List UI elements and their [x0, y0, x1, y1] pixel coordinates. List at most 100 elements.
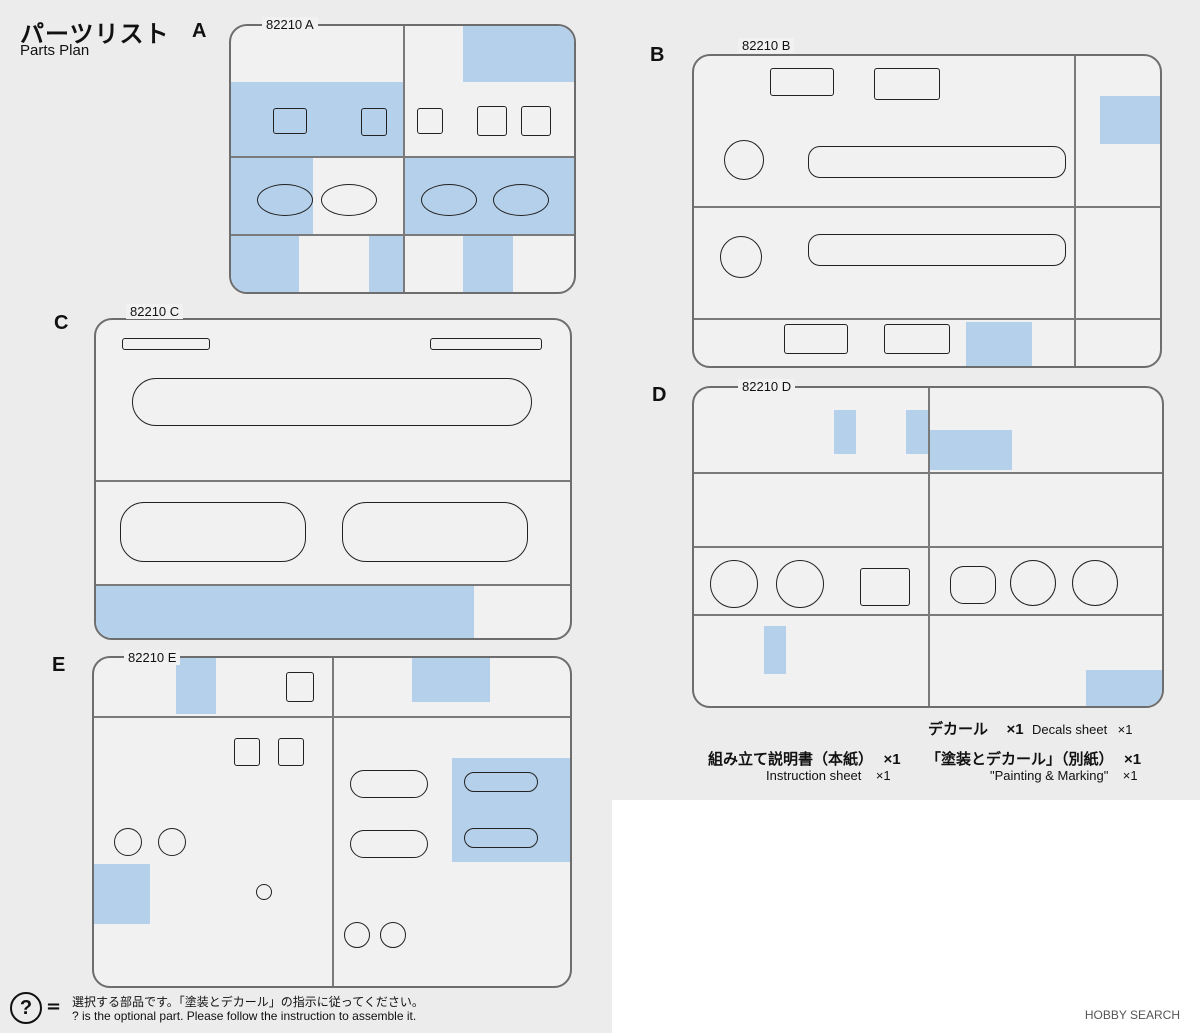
engine-part: [1010, 560, 1056, 606]
page-subtitle: Parts Plan: [20, 42, 90, 59]
lower-wing-right-part: [342, 502, 528, 562]
sprue-runner: [403, 26, 405, 292]
sprue-e-letter: E: [52, 654, 66, 676]
instruction-label-en: Instruction sheet: [766, 768, 862, 783]
sprue-d-optional-zone: [764, 626, 786, 674]
sprue-runner: [1074, 56, 1076, 366]
part: [884, 324, 950, 354]
part: [784, 324, 848, 354]
sprue-a-optional-zone: [463, 236, 513, 292]
sprue-d-frame: [692, 386, 1164, 708]
sprue-d-optional-zone: [906, 410, 928, 454]
instruction-en-qty: ×1: [875, 768, 891, 783]
hobby-search-watermark: HOBBY SEARCH: [1085, 1008, 1180, 1022]
fuselage-half-part: [808, 146, 1066, 178]
sprue-c-code: 82210 C: [126, 304, 184, 319]
part: [234, 738, 260, 766]
painting-label-jp: 「塗装とデカール」（別紙）: [926, 751, 1114, 768]
sprue-c-frame: [94, 318, 572, 640]
drop-tank-part: [350, 830, 428, 858]
part: [521, 106, 551, 136]
optional-note-en: ? is the optional part. Please follow th…: [72, 1009, 417, 1023]
part: [860, 568, 910, 606]
sprue-a-code: 82210 A: [262, 17, 318, 32]
engine-cowl-part: [724, 140, 764, 180]
part: [286, 672, 314, 702]
wheel-part: [380, 922, 406, 948]
sprue-b-frame: [692, 54, 1162, 368]
part: [361, 108, 387, 136]
part: [417, 108, 443, 134]
engine-part: [710, 560, 758, 608]
sprue-runner: [694, 318, 1160, 320]
part: [950, 566, 996, 604]
part: [477, 106, 507, 136]
painting-label-en: "Painting & Marking": [990, 768, 1109, 783]
sprue-b-code: 82210 B: [738, 38, 795, 53]
equals-sign: =: [46, 996, 62, 1017]
part: [122, 338, 210, 350]
decal-en-qty: ×1: [1117, 722, 1133, 737]
engine-cowl-part: [720, 236, 762, 278]
part: [273, 108, 307, 134]
wheel-part: [114, 828, 142, 856]
instruction-legend-jp: 組み立て説明書（本紙） ×1: [708, 748, 901, 769]
sprue-d-code: 82210 D: [738, 379, 796, 394]
sprue-b-optional-zone: [966, 322, 1032, 366]
propeller-hub-part: [256, 884, 272, 900]
instruction-qty: ×1: [883, 751, 901, 768]
part: [321, 184, 377, 216]
part: [278, 738, 304, 766]
part: [493, 184, 549, 216]
lower-wing-left-part: [120, 502, 306, 562]
drop-tank-part: [350, 770, 428, 798]
sprue-e-optional-zone: [412, 658, 490, 702]
sprue-a-optional-zone: [231, 236, 299, 292]
upper-wing-part: [132, 378, 532, 426]
sprue-a-optional-zone: [463, 26, 574, 82]
sprue-runner: [96, 584, 570, 586]
sprue-e-optional-zone: [94, 864, 150, 924]
part: [257, 184, 313, 216]
part: [770, 68, 834, 96]
sprue-b-optional-zone: [1100, 96, 1160, 144]
sprue-d-optional-zone: [1086, 670, 1162, 706]
bomb-part: [464, 828, 538, 848]
painting-legend-jp: 「塗装とデカール」（別紙） ×1: [926, 748, 1141, 769]
sprue-runner: [96, 480, 570, 482]
painting-legend-en: "Painting & Marking" ×1: [990, 767, 1138, 785]
sprue-runner: [231, 156, 574, 158]
watermark-brand: HOBBY SEARCH: [1084, 1008, 1180, 1022]
part: [874, 68, 940, 100]
decal-legend: デカール ×1 Decals sheet ×1: [928, 718, 1132, 739]
sprue-runner: [231, 234, 574, 236]
part: [430, 338, 542, 350]
optional-part-symbol-icon: ?: [10, 992, 42, 1024]
sprue-runner: [694, 206, 1160, 208]
decal-label-jp: デカール: [928, 721, 989, 738]
sprue-e-frame: [92, 656, 572, 988]
wheel-part: [158, 828, 186, 856]
sprue-runner: [332, 658, 334, 986]
sprue-a-frame: [229, 24, 576, 294]
sprue-e-code: 82210 E: [124, 650, 181, 665]
sprue-a-optional-zone: [231, 82, 403, 156]
part: [421, 184, 477, 216]
instruction-label-jp: 組み立て説明書（本紙）: [708, 751, 874, 768]
page-title: パーツリスト: [20, 20, 170, 48]
engine-part: [776, 560, 824, 608]
decal-qty: ×1: [1006, 721, 1024, 738]
sprue-a-letter: A: [192, 20, 207, 42]
sprue-c-optional-zone: [96, 586, 474, 638]
wheel-part: [344, 922, 370, 948]
fuselage-half-part: [808, 234, 1066, 266]
engine-part: [1072, 560, 1118, 606]
sprue-b-letter: B: [650, 44, 665, 66]
sprue-c-letter: C: [54, 312, 69, 334]
sprue-e-optional-zone: [176, 658, 216, 714]
sprue-d-optional-zone: [834, 410, 856, 454]
sprue-d-optional-zone: [930, 430, 1012, 470]
sprue-runner: [928, 388, 930, 706]
optional-note-jp: 選択する部品です。「塗装とデカール」の指示に従ってください。: [72, 995, 424, 1009]
sprue-d-letter: D: [652, 384, 667, 406]
